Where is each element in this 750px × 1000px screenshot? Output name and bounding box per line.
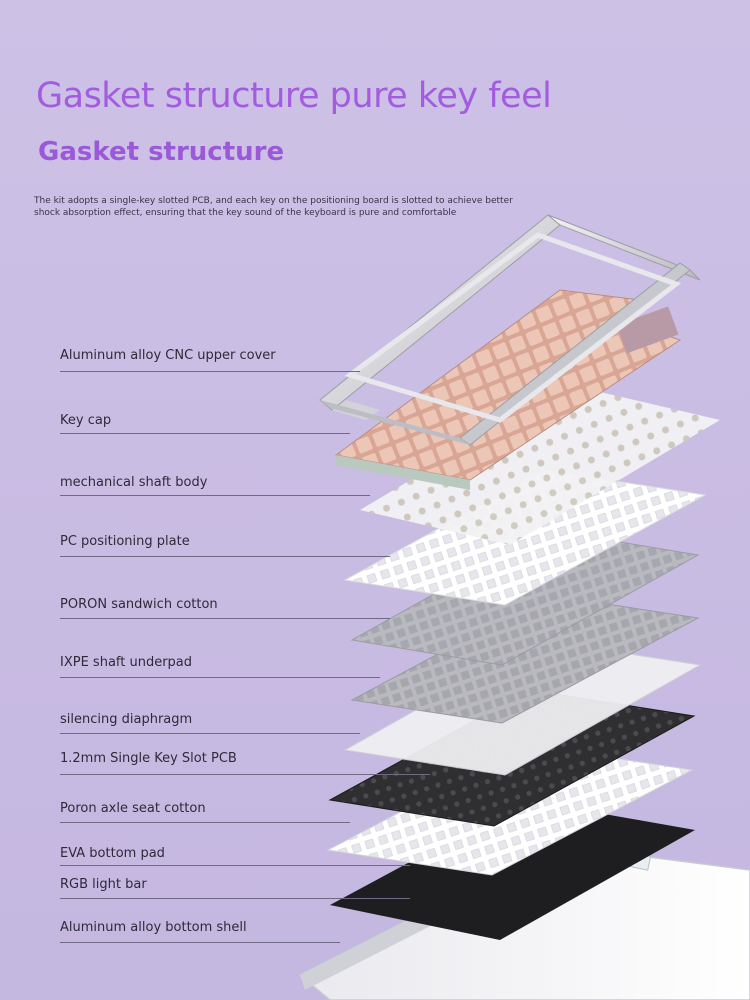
leader-ixpe-underpad — [60, 677, 380, 678]
label-bottom-shell: Aluminum alloy bottom shell — [60, 920, 247, 935]
label-poron-sandwich: PORON sandwich cotton — [60, 597, 218, 612]
label-rgb-light-bar: RGB light bar — [60, 877, 147, 892]
upper-cover-shape — [319, 214, 701, 446]
label-upper-cover: Aluminum alloy CNC upper cover — [60, 348, 276, 363]
leader-silencing-diaphragm — [60, 733, 360, 734]
eva-pad-shape — [330, 800, 695, 940]
leader-eva-pad — [60, 865, 410, 866]
switch-layer-shape — [360, 385, 720, 545]
leader-bottom-shell — [60, 942, 340, 943]
leader-mechanical-shaft — [60, 495, 370, 496]
leader-pc-plate — [60, 556, 390, 557]
label-ixpe-underpad: IXPE shaft underpad — [60, 655, 193, 670]
leader-poron-sandwich — [60, 618, 390, 619]
label-pcb: 1.2mm Single Key Slot PCB — [60, 751, 237, 766]
leader-axle-seat-cotton — [60, 822, 350, 823]
page-title: Gasket structure pure key feel — [36, 76, 552, 116]
description-text: The kit adopts a single-key slotted PCB,… — [34, 196, 513, 218]
label-axle-seat-cotton: Poron axle seat cotton — [60, 801, 206, 816]
label-mechanical-shaft: mechanical shaft body — [60, 475, 208, 490]
label-eva-pad: EVA bottom pad — [60, 846, 165, 861]
leader-pcb — [60, 774, 430, 775]
label-key-cap: Key cap — [60, 413, 112, 428]
label-pc-plate: PC positioning plate — [60, 534, 190, 549]
leader-upper-cover — [60, 371, 360, 372]
label-silencing-diaphragm: silencing diaphragm — [60, 712, 193, 727]
leader-rgb-light-bar — [60, 898, 410, 899]
leader-key-cap — [60, 433, 350, 434]
page-subtitle: Gasket structure — [38, 137, 285, 167]
